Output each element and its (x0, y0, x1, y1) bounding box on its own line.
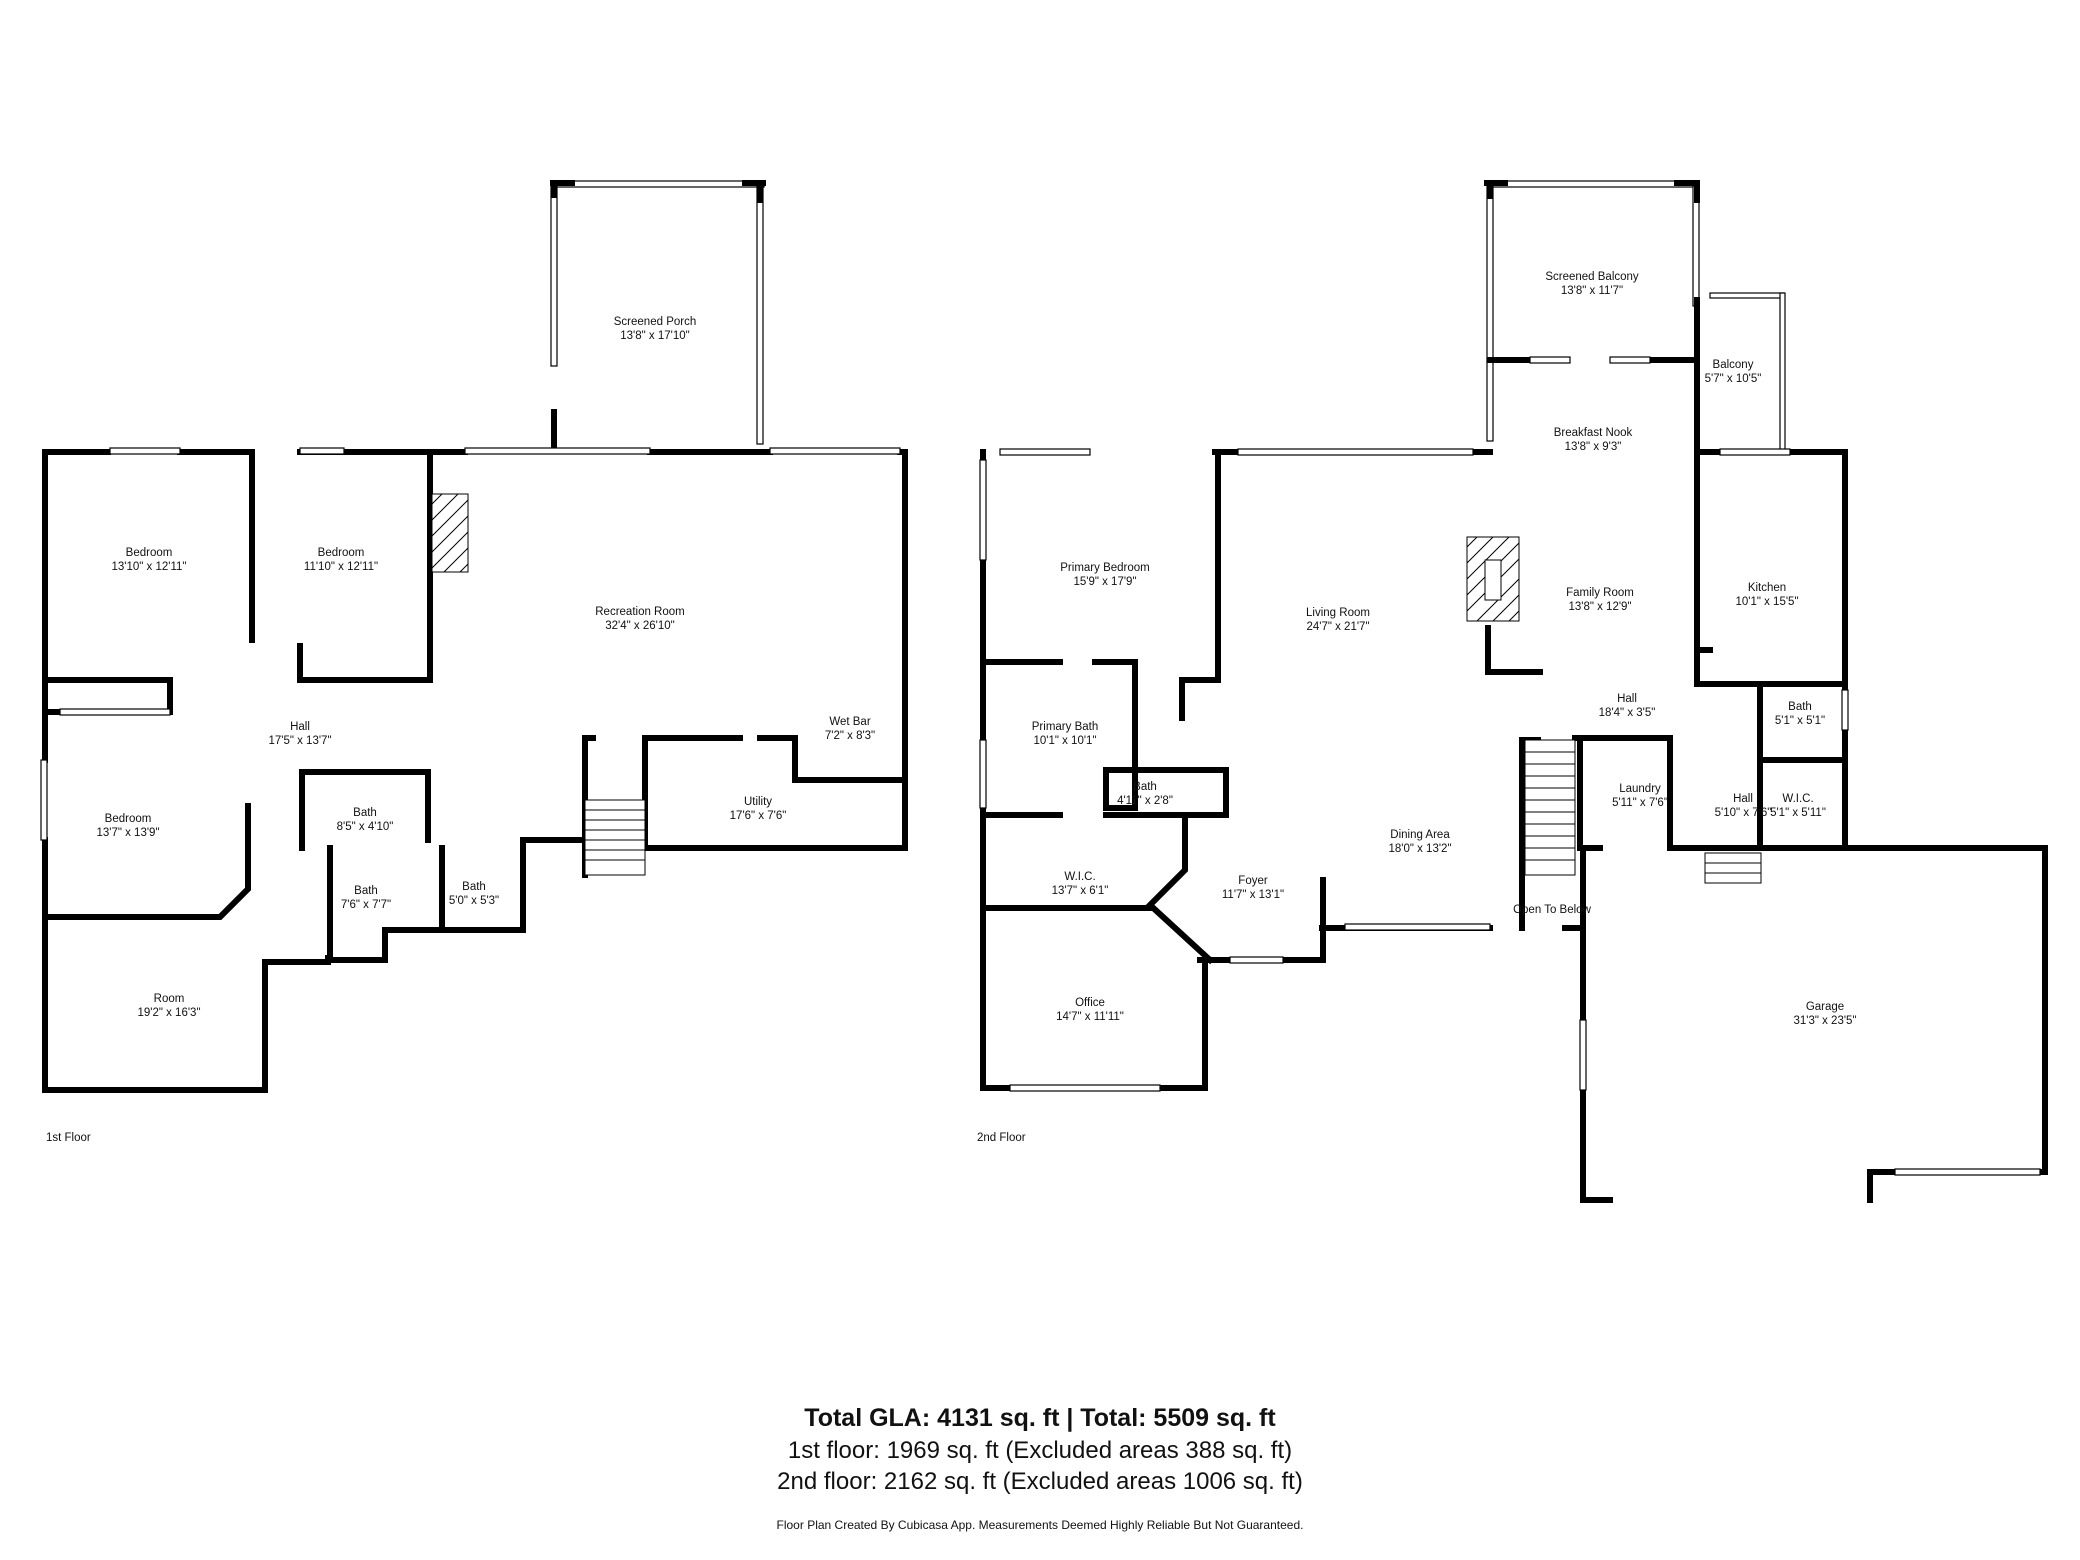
fireplace-icon (431, 493, 469, 573)
stairs-icon (1524, 739, 1762, 884)
floor-label-2: 2nd Floor (977, 1132, 1026, 1144)
total-area: Total GLA: 4131 sq. ft | Total: 5509 sq.… (804, 1404, 1276, 1432)
room-dimensions: 5'11" x 7'6" (1612, 797, 1668, 809)
stairs-icon (584, 799, 646, 876)
room-dimensions: 10'1" x 15'5" (1735, 596, 1798, 608)
room-dimensions: 15'9" x 17'9" (1073, 576, 1136, 588)
room-name: Dining Area (1390, 829, 1450, 841)
floor-label-1: 1st Floor (46, 1132, 91, 1144)
room-name: Bath (1788, 701, 1812, 713)
room-name: Breakfast Nook (1554, 427, 1633, 439)
room-name: Family Room (1566, 587, 1634, 599)
room-name: Screened Porch (614, 316, 696, 328)
room-name: Room (154, 993, 185, 1005)
room-name: Hall (1733, 793, 1753, 805)
room-name: Wet Bar (829, 716, 870, 728)
room-name: Primary Bedroom (1060, 562, 1149, 574)
fireplace-icon (1466, 536, 1520, 622)
room-name: Kitchen (1748, 582, 1786, 594)
room-name: Primary Bath (1032, 721, 1098, 733)
room-dimensions: 11'7" x 13'1" (1222, 889, 1284, 901)
credit-note: Floor Plan Created By Cubicasa App. Meas… (776, 1518, 1304, 1532)
room-dimensions: 13'10" x 12'11" (111, 561, 186, 573)
first-floor-windows (40, 447, 901, 841)
second-floor-area: 2nd floor: 2162 sq. ft (Excluded areas 1… (777, 1468, 1303, 1495)
first-floor-walls (42, 449, 908, 1093)
first-floor-area: 1st floor: 1969 sq. ft (Excluded areas 3… (787, 1437, 1293, 1464)
room-dimensions: 32'4" x 26'10" (605, 620, 674, 632)
room-name: Bath (1133, 781, 1157, 793)
room-name: Balcony (1713, 359, 1754, 371)
room-dimensions: 17'5" x 13'7" (268, 735, 331, 747)
room-dimensions: 17'6" x 7'6" (730, 810, 787, 822)
room-name: Foyer (1238, 875, 1268, 887)
room-dimensions: 5'7" x 10'5" (1705, 373, 1762, 385)
room-name: Laundry (1619, 783, 1661, 795)
room-name: Bedroom (318, 547, 365, 559)
first-floor-plan: 1st Floor (40, 180, 908, 1144)
room-name: Bath (462, 881, 486, 893)
room-dimensions: 31'3" x 23'5" (1793, 1015, 1856, 1027)
room-dimensions: 18'4" x 3'5" (1599, 707, 1656, 719)
room-name: Screened Balcony (1545, 271, 1639, 283)
room-name: W.I.C. (1782, 793, 1813, 805)
room-dimensions: 5'1" x 5'11" (1770, 807, 1826, 819)
room-name: Office (1075, 997, 1105, 1009)
room-name: Living Room (1306, 607, 1370, 619)
room-dimensions: 24'7" x 21'7" (1306, 621, 1369, 633)
room-dimensions: 7'2" x 8'3" (825, 730, 875, 742)
room-dimensions: 4'11" x 2'8" (1117, 795, 1173, 807)
room-dimensions: 5'10" x 7'6" (1715, 807, 1772, 819)
room-dimensions: 14'7" x 11'11" (1056, 1011, 1124, 1023)
open-to-below-note: Open To Below (1513, 904, 1591, 916)
room-dimensions: 5'0" x 5'3" (449, 895, 499, 907)
room-name: Utility (744, 796, 772, 808)
room-dimensions: 13'7" x 6'1" (1052, 885, 1109, 897)
room-dimensions: 19'2" x 16'3" (137, 1007, 200, 1019)
screened-porch-walls (550, 180, 766, 453)
room-dimensions: 13'8" x 11'7" (1561, 285, 1623, 297)
room-name: Bath (353, 807, 377, 819)
screened-balcony-walls (1484, 180, 1786, 455)
room-labels: Screened Porch 13'8" x 17'10" Bedroom 13'10… (96, 271, 1856, 1027)
room-name: Recreation Room (595, 606, 684, 618)
room-dimensions: 7'6" x 7'7" (341, 899, 391, 911)
room-name: Bedroom (105, 813, 152, 825)
room-dimensions: 5'1" x 5'1" (1775, 715, 1825, 727)
room-dimensions: 13'8" x 12'9" (1568, 601, 1631, 613)
room-name: Garage (1806, 1001, 1844, 1013)
room-name: Bedroom (126, 547, 173, 559)
room-dimensions: 8'5" x 4'10" (337, 821, 394, 833)
second-floor-plan: 2nd Floor (977, 180, 2048, 1203)
second-floor-windows (979, 448, 2041, 1176)
room-name: Hall (1617, 693, 1637, 705)
room-name: W.I.C. (1064, 871, 1095, 883)
room-dimensions: 13'8" x 9'3" (1565, 441, 1622, 453)
room-name: Bath (354, 885, 378, 897)
room-dimensions: 11'10" x 12'11" (304, 561, 378, 573)
room-dimensions: 10'1" x 10'1" (1033, 735, 1096, 747)
room-dimensions: 18'0" x 13'2" (1388, 843, 1451, 855)
room-dimensions: 13'7" x 13'9" (96, 827, 159, 839)
room-dimensions: 13'8" x 17'10" (620, 330, 689, 342)
room-name: Hall (290, 721, 310, 733)
